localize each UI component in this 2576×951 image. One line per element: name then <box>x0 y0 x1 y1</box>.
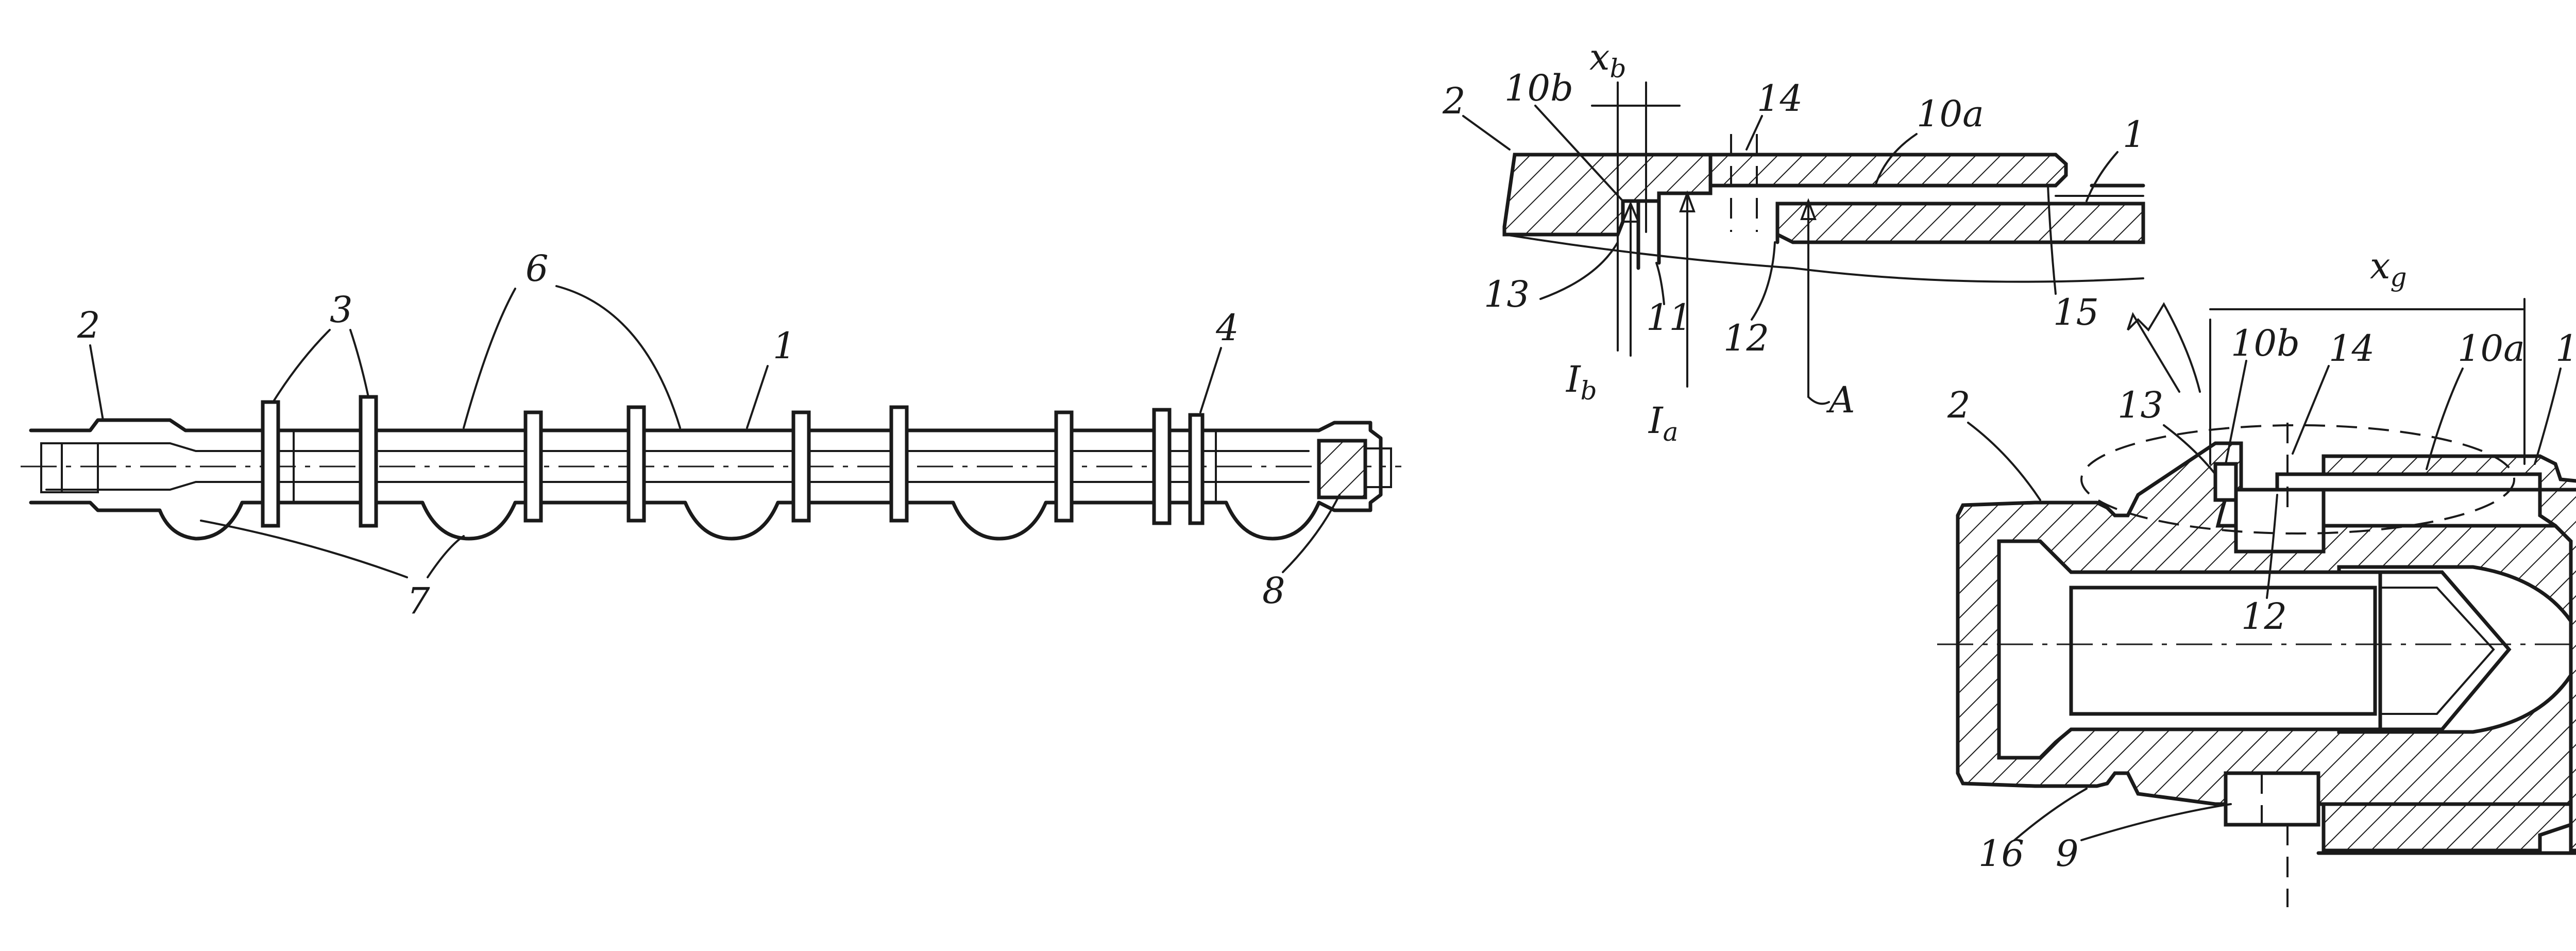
label-2: 2 <box>1442 80 1466 122</box>
label-1: 1 <box>773 325 796 367</box>
label-Ia: Ia <box>1648 399 1678 447</box>
label-Ib: Ib <box>1565 358 1597 406</box>
label-12: 12 <box>2241 595 2287 638</box>
label-14: 14 <box>2329 327 2375 370</box>
tube-1-lower <box>2324 804 2571 850</box>
label-7: 7 <box>407 580 430 622</box>
label-A: A <box>1826 379 1855 421</box>
label-10a: 10a <box>1917 93 1984 135</box>
label-11: 11 <box>1646 296 1692 339</box>
label-2: 2 <box>1947 384 1971 426</box>
camshaft-rings <box>263 397 1216 526</box>
tube-1 <box>1777 204 2143 242</box>
right-plug <box>1319 441 1365 497</box>
label-12: 12 <box>1723 317 1769 359</box>
camshaft-upper-outline <box>31 420 1381 510</box>
label-13: 13 <box>1484 273 1530 315</box>
label-1: 1 <box>2123 113 2146 156</box>
label-10b: 10b <box>2231 322 2300 364</box>
label-10b: 10b <box>1504 67 1573 109</box>
end-piece-2 <box>1504 155 1710 235</box>
label-15: 15 <box>2555 327 2576 370</box>
left-plug <box>41 443 98 492</box>
label-4: 4 <box>1215 307 1239 349</box>
label-13: 13 <box>2117 384 2163 426</box>
label-2: 2 <box>77 304 100 346</box>
enlargement-arrow <box>2128 304 2200 392</box>
pin-hole-9 <box>2226 773 2318 825</box>
label-xg: xg <box>2370 245 2407 292</box>
label-10a: 10a <box>2458 327 2525 370</box>
figure-2-detail: 2 10b xb 14 10a 1 13 11 12 15 Ib Ia A <box>1442 36 2200 447</box>
pin-hole-12 <box>2236 490 2324 552</box>
label-xb: xb <box>1589 36 1626 84</box>
camshaft-lower-outline <box>31 503 1319 539</box>
figure-3-section: xg 10b 14 10a 15 1 2 13 12 16 9 <box>1937 245 2576 907</box>
label-3: 3 <box>330 289 353 331</box>
groove-10b <box>2215 464 2236 500</box>
figure-1-camshaft: 2 3 6 1 4 7 8 <box>21 247 1401 622</box>
label-6: 6 <box>526 247 549 290</box>
label-14: 14 <box>1757 77 1803 120</box>
label-9: 9 <box>2056 832 2079 875</box>
label-8: 8 <box>1262 570 1285 612</box>
label-15: 15 <box>2053 291 2099 333</box>
